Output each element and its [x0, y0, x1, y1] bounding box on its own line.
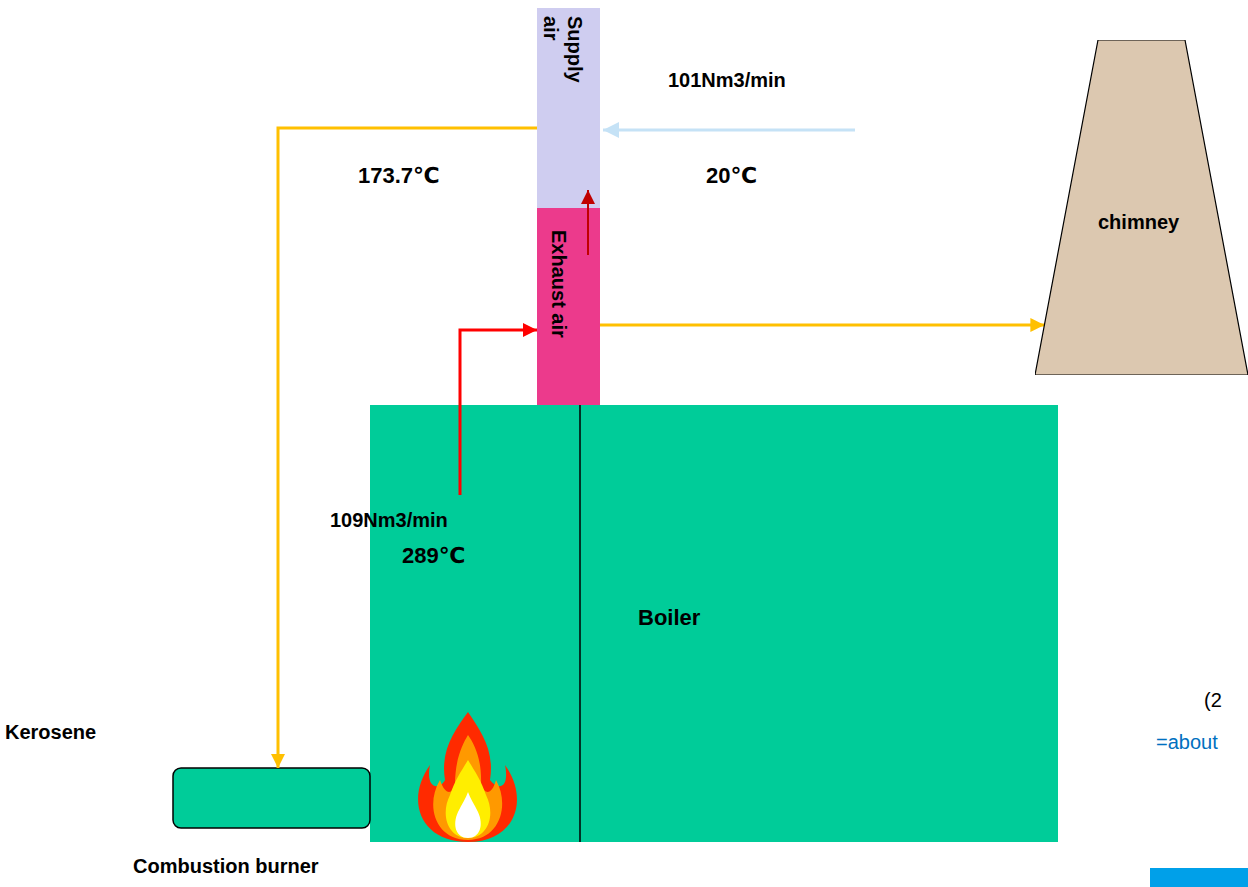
combustion-burner: KeroseneCombustion burner — [173, 768, 370, 828]
supply-air-duct-fill — [537, 8, 600, 208]
temperature: 289℃ — [402, 543, 465, 569]
flow-rate: 109Nm3/min — [330, 508, 448, 532]
temperature: 173.7℃ — [358, 163, 440, 189]
flow-rate: 101Nm3/min — [668, 68, 786, 92]
flow-arrow — [600, 324, 1044, 327]
boiler-fill — [370, 405, 1058, 842]
flame — [418, 712, 517, 842]
note: =about — [1156, 730, 1218, 754]
combustion-burner-label: Kerosene — [5, 720, 96, 744]
flow-arrow — [587, 190, 589, 255]
chimney-shape — [1035, 40, 1248, 375]
exhaust-air-duct-fill — [537, 208, 600, 405]
chimney-label: chimney — [1098, 210, 1179, 234]
note: (2 — [1204, 688, 1222, 712]
boiler: Boiler — [370, 405, 1058, 842]
flow-arrow — [278, 128, 537, 768]
chimney: chimney — [1035, 40, 1248, 375]
combustion-burner-label: Combustion burner — [133, 854, 319, 878]
supply-air-duct-label: Supply air — [539, 16, 587, 96]
exhaust-air-duct-label: Exhaust air — [547, 230, 571, 338]
combustion-burner-fill — [173, 768, 370, 828]
exhaust-air-duct: Exhaust air — [537, 208, 600, 405]
boiler-divider — [579, 405, 581, 842]
blue-bar — [1150, 868, 1248, 887]
intake-arrow — [603, 129, 855, 132]
temperature: 20℃ — [706, 163, 757, 189]
boiler-label: Boiler — [638, 605, 700, 631]
supply-air-duct: Supply air — [537, 8, 600, 208]
flow-arrow — [460, 330, 537, 495]
